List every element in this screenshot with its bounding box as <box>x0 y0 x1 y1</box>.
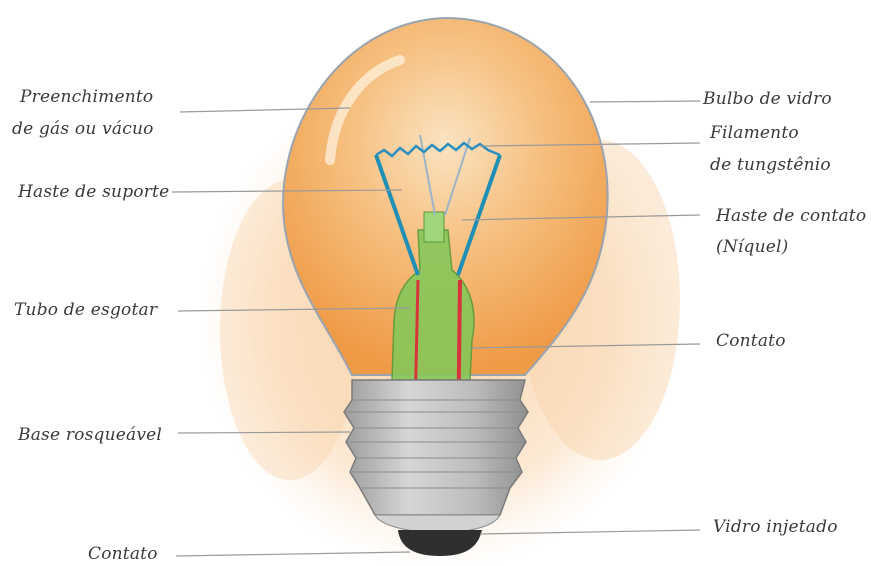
label-contact-mid: Contato <box>716 330 786 352</box>
leader-bulb <box>590 101 700 102</box>
label-fill-line2: de gás ou vácuo <box>12 118 154 140</box>
label-glass: Vidro injetado <box>713 516 838 538</box>
label-contact-bottom: Contato <box>88 543 158 565</box>
label-filament-line1: Filamento <box>710 122 799 144</box>
label-bulb: Bulbo de vidro <box>703 88 832 110</box>
label-filament-line2: de tungstênio <box>710 154 831 176</box>
label-screw-base: Base rosqueável <box>18 424 162 446</box>
exhaust-tube <box>424 212 444 242</box>
label-support: Haste de suporte <box>18 181 169 203</box>
label-contact-stem-line2: (Níquel) <box>716 236 789 258</box>
label-exhaust-tube: Tubo de esgotar <box>14 299 157 321</box>
label-contact-stem-line1: Haste de contato <box>716 205 866 227</box>
label-fill-line1: Preenchimento <box>20 86 153 108</box>
